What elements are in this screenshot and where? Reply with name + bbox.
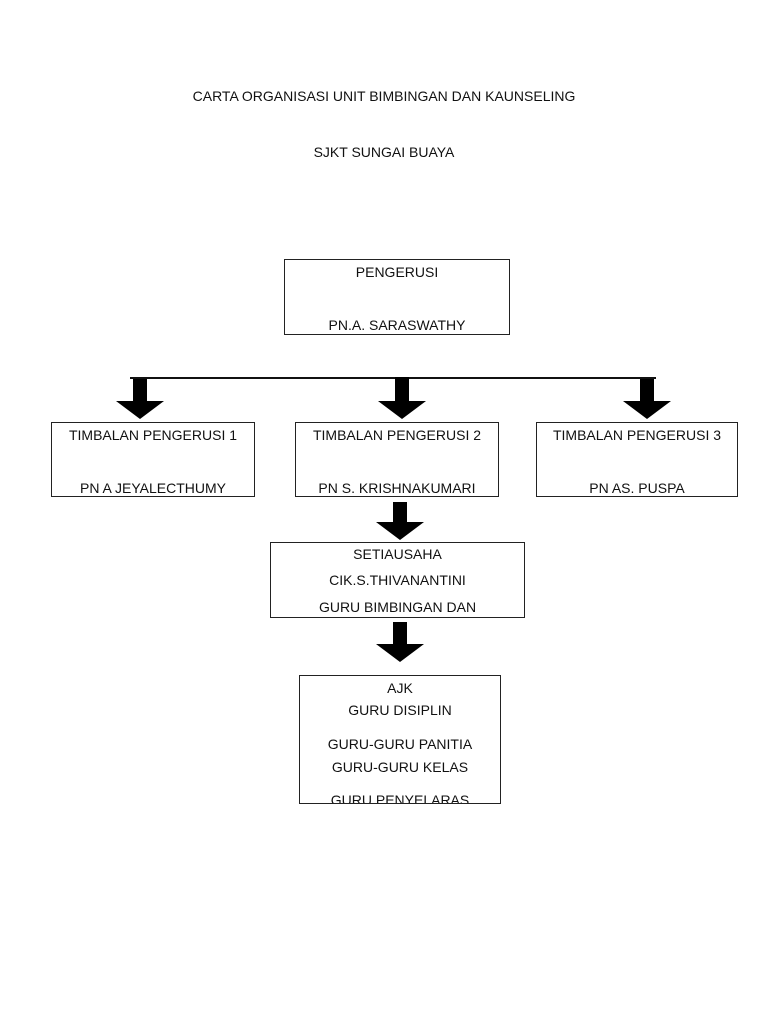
arrow-down-icon (376, 622, 424, 662)
committee-box: AJK GURU DISIPLIN GURU-GURU PANITIA GURU… (299, 675, 501, 804)
arrow-down-icon (376, 502, 424, 540)
person-note: GURU BIMBINGAN DAN (318, 599, 477, 615)
school-name: SJKT SUNGAI BUAYA (313, 144, 455, 160)
committee-member: GURU-GURU PANITIA (327, 736, 473, 752)
role-label: TIMBALAN PENGERUSI 3 (552, 427, 722, 443)
person-name: PN AS. PUSPA (589, 480, 685, 496)
deputy-3-box: TIMBALAN PENGERUSI 3 PN AS. PUSPA (536, 422, 738, 497)
committee-member: GURU DISIPLIN (348, 702, 452, 718)
chair-box: PENGERUSI PN.A. SARASWATHY (284, 259, 510, 335)
person-name: PN S. KRISHNAKUMARI (318, 480, 476, 496)
secretary-box: SETIAUSAHA CIK.S.THIVANANTINI GURU BIMBI… (270, 542, 525, 618)
role-label: TIMBALAN PENGERUSI 1 (68, 427, 238, 443)
arrow-down-icon (623, 379, 671, 419)
deputy-1-box: TIMBALAN PENGERUSI 1 PN A JEYALECTHUMY (51, 422, 255, 497)
role-label: PENGERUSI (355, 264, 439, 280)
deputy-2-box: TIMBALAN PENGERUSI 2 PN S. KRISHNAKUMARI (295, 422, 499, 497)
committee-member: GURU PENYELARAS (330, 792, 470, 804)
chart-title: CARTA ORGANISASI UNIT BIMBINGAN DAN KAUN… (192, 88, 576, 104)
person-name: PN A JEYALECTHUMY (79, 480, 226, 496)
role-label: SETIAUSAHA (353, 546, 442, 562)
committee-member: GURU-GURU KELAS (331, 759, 469, 775)
role-label: TIMBALAN PENGERUSI 2 (312, 427, 482, 443)
person-name: PN.A. SARASWATHY (328, 317, 466, 333)
role-label: AJK (387, 680, 413, 696)
arrow-down-icon (116, 379, 164, 419)
person-name: CIK.S.THIVANANTINI (329, 572, 466, 588)
arrow-down-icon (378, 377, 426, 419)
